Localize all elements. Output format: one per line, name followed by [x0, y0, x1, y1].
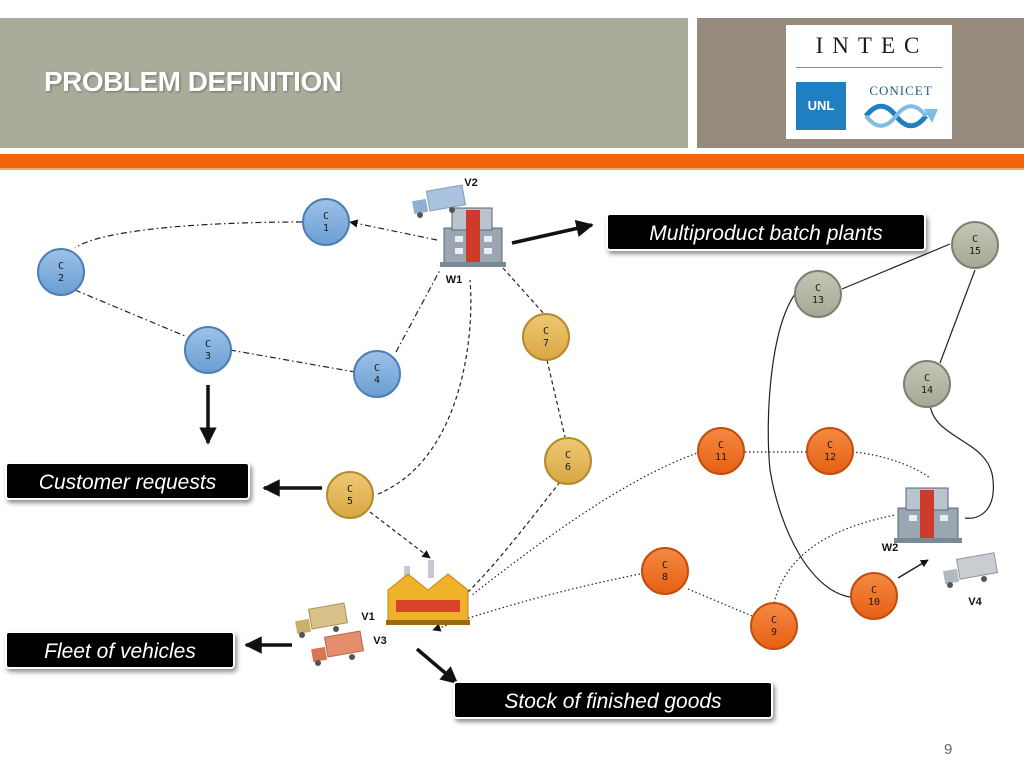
svg-text:3: 3 — [205, 351, 211, 362]
intec-conicet-logo: INTEC UNL CONICET — [786, 25, 952, 139]
svg-text:C: C — [662, 560, 668, 571]
svg-text:5: 5 — [347, 496, 353, 507]
accent-bar-highlight — [0, 168, 1024, 170]
svg-text:10: 10 — [868, 597, 880, 608]
customer-node-c13[interactable]: C 13 — [794, 270, 842, 318]
intec-logo-text: INTEC — [815, 33, 929, 58]
vehicle-v4-label: V4 — [968, 596, 982, 608]
multiproduct-plants-label: Multiproduct batch plants — [606, 213, 926, 251]
svg-text:9: 9 — [771, 627, 777, 638]
route-blue — [74, 219, 441, 373]
truck-v4-icon — [943, 552, 999, 588]
logo-divider — [796, 67, 942, 68]
customer-node-c4[interactable]: C 4 — [353, 350, 401, 398]
svg-text:C: C — [718, 440, 724, 451]
svg-text:11: 11 — [715, 452, 727, 463]
customer-node-c5[interactable]: C 5 — [326, 471, 374, 519]
svg-text:C: C — [543, 326, 549, 337]
truck-v1-icon — [295, 602, 349, 638]
svg-text:C: C — [924, 373, 930, 384]
svg-text:C: C — [323, 211, 329, 222]
customer-node-c1[interactable]: C 1 — [302, 198, 350, 246]
conicet-wave-icon — [864, 103, 938, 129]
svg-text:C: C — [347, 484, 353, 495]
svg-text:C: C — [374, 363, 380, 374]
vehicle-v3-label: V3 — [373, 635, 386, 647]
route-orange — [432, 451, 931, 632]
svg-text:12: 12 — [824, 452, 836, 463]
factory-icon — [386, 560, 470, 625]
vehicle-v2-label: V2 — [464, 177, 477, 189]
svg-text:1: 1 — [323, 223, 329, 234]
warehouse-w1-icon — [440, 207, 506, 267]
customer-node-c10[interactable]: C 10 — [850, 572, 898, 620]
unl-logo: UNL — [796, 82, 846, 130]
customer-node-c11[interactable]: C 11 — [697, 427, 745, 475]
stock-finished-goods-label: Stock of finished goods — [453, 681, 773, 719]
header-banner — [0, 18, 688, 148]
customer-node-c6[interactable]: C 6 — [544, 437, 592, 485]
route-yellow — [369, 267, 566, 593]
customer-node-c15[interactable]: C 15 — [951, 221, 999, 269]
callout-arrows — [199, 219, 594, 685]
customer-requests-label: Customer requests — [5, 462, 250, 500]
customer-node-c8[interactable]: C 8 — [641, 547, 689, 595]
svg-text:13: 13 — [812, 295, 824, 306]
svg-text:C: C — [771, 615, 777, 626]
vehicle-v1-label: V1 — [361, 611, 374, 623]
conicet-logo-text: CONICET — [869, 83, 933, 98]
svg-text:4: 4 — [374, 375, 380, 386]
svg-text:C: C — [205, 339, 211, 350]
warehouse-w2-icon — [894, 487, 962, 543]
slide-title: PROBLEM DEFINITION — [44, 66, 342, 97]
customer-node-c7[interactable]: C 7 — [522, 313, 570, 361]
customer-node-c14[interactable]: C 14 — [903, 360, 951, 408]
customer-node-c2[interactable]: C 2 — [37, 248, 85, 296]
svg-text:14: 14 — [921, 385, 933, 396]
svg-text:C: C — [871, 585, 877, 596]
svg-text:8: 8 — [662, 572, 668, 583]
svg-text:6: 6 — [565, 462, 571, 473]
depot-w2-label: W2 — [882, 542, 899, 554]
route-grey — [767, 243, 994, 598]
svg-text:C: C — [827, 440, 833, 451]
svg-text:C: C — [815, 283, 821, 294]
customer-node-c12[interactable]: C 12 — [806, 427, 854, 475]
svg-text:C: C — [565, 450, 571, 461]
svg-text:C: C — [972, 234, 978, 245]
svg-text:15: 15 — [969, 246, 981, 257]
svg-text:2: 2 — [58, 273, 64, 284]
customer-node-c9[interactable]: C 9 — [750, 602, 798, 650]
svg-text:7: 7 — [543, 338, 549, 349]
customer-node-c3[interactable]: C 3 — [184, 326, 232, 374]
truck-v3-icon — [311, 630, 365, 666]
page-number: 9 — [944, 741, 953, 758]
svg-text:C: C — [58, 261, 64, 272]
depot-w1-label: W1 — [446, 274, 463, 286]
fleet-of-vehicles-label: Fleet of vehicles — [5, 631, 235, 669]
accent-bar — [0, 154, 1024, 168]
truck-v2-icon — [412, 184, 467, 218]
